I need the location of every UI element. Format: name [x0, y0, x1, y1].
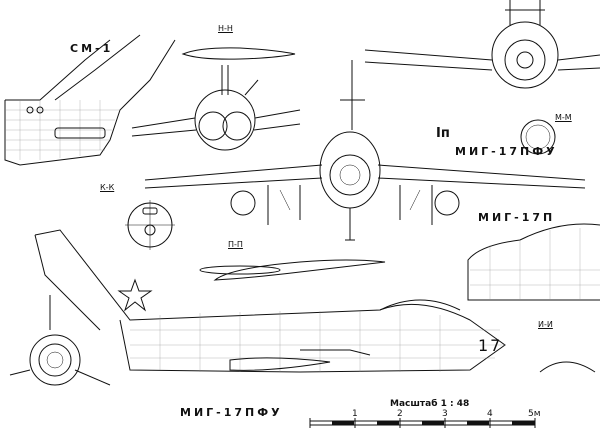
- view-marker: Iп: [436, 126, 450, 141]
- section-hh-profile: [181, 47, 296, 60]
- scale-tick-1: 1: [352, 409, 358, 419]
- section-label-hh: Н-Н: [218, 24, 233, 33]
- rear-view: [131, 65, 301, 151]
- section-label-mm: М-М: [555, 113, 572, 122]
- scale-label: Масштаб 1 : 48: [390, 399, 470, 409]
- section-label-kk: К-К: [100, 183, 115, 192]
- section-label-ii: И-И: [538, 320, 553, 329]
- label-mig17p: МИГ-17П: [478, 211, 556, 224]
- scale-tick-4: 4: [487, 409, 493, 419]
- red-star-insignia: [117, 278, 153, 312]
- front-view-mig17p: [144, 60, 586, 241]
- sm1-tail-fragment: [4, 34, 176, 166]
- section-mm: [520, 119, 556, 155]
- side-fragment-right: [467, 223, 600, 301]
- front-view-bottom-left: [9, 295, 111, 386]
- section-ii-profile: [539, 361, 596, 373]
- section-kk: [125, 200, 175, 250]
- front-view-top-right: [364, 0, 600, 89]
- scale-tick-5m: 5м: [528, 409, 541, 419]
- label-sm1: СМ-1: [70, 42, 114, 55]
- scale-tick-2: 2: [397, 409, 403, 419]
- side-view-mig17pfu: [34, 229, 506, 373]
- label-mig17pfu-top: МИГ-17ПФУ: [455, 145, 558, 158]
- section-label-pp: П-П: [228, 240, 243, 249]
- scale-tick-3: 3: [442, 409, 448, 419]
- scale-bar: [309, 418, 536, 428]
- tail-number: 17: [478, 336, 503, 355]
- section-pp-profile: [213, 259, 386, 281]
- label-mig17pfu-bottom: МИГ-17ПФУ: [180, 406, 283, 419]
